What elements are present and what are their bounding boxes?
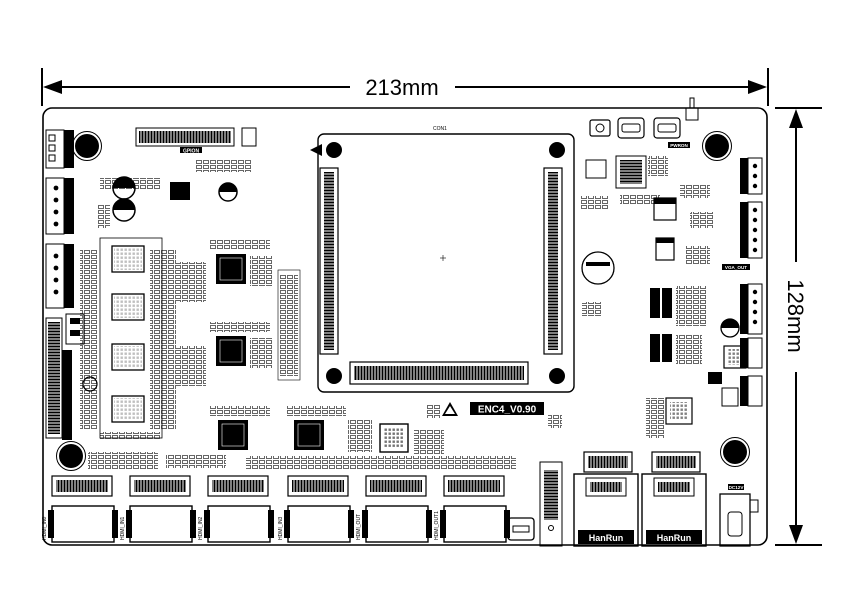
- hdmi-label-0: HDMI_IN0: [42, 516, 48, 540]
- battery-cluster: [580, 155, 668, 316]
- ethernet-ports: HanRun HanRun: [573, 451, 707, 547]
- right-edge-connectors: VGA_OUT: [722, 157, 763, 407]
- arrow-right-icon: [748, 80, 767, 94]
- rj45-brand-1: HanRun: [657, 533, 692, 543]
- hdmi-label-2: HDMI_IN2: [198, 516, 204, 540]
- width-label: 213mm: [365, 75, 438, 100]
- hdmi-port-2: HDMI_IN2: [198, 475, 274, 543]
- power-cluster-topleft: [98, 160, 252, 228]
- arrow-left-icon: [43, 80, 62, 94]
- middle-bottom: ENC4_V0.90: [88, 402, 562, 470]
- mounting-holes: [56, 131, 750, 471]
- hdmi-port-4: HDMI_OUT: [356, 475, 432, 543]
- height-label: 128mm: [783, 279, 808, 352]
- usb-connectors: [507, 461, 563, 547]
- hdmi-label-3: HDMI_IN3: [278, 516, 284, 540]
- hdmi-label-1: HDMI_IN1: [120, 516, 126, 540]
- hdmi-port-1: HDMI_IN1: [120, 475, 196, 543]
- hdmi-label-5: HDMI_OUT1: [434, 511, 440, 540]
- hdmi-label-4: HDMI_OUT: [356, 514, 362, 540]
- core-module: CON1: [310, 126, 575, 393]
- core-label: CON1: [433, 126, 447, 132]
- width-dimension: 213mm: [41, 68, 769, 106]
- gpio-label: GPION: [183, 149, 200, 155]
- arrow-up-icon: [789, 109, 803, 128]
- hdmi-port-5: HDMI_OUT1: [434, 475, 510, 543]
- rj45-port-0: HanRun: [573, 473, 639, 547]
- version-label: ENC4_V0.90: [478, 405, 537, 416]
- hdmi-port-3: HDMI_IN3: [278, 475, 354, 543]
- height-dimension: 128mm: [775, 107, 822, 546]
- left-edge-connectors: [45, 129, 85, 440]
- power-section-right: [646, 184, 747, 438]
- gpio-header: GPION: [135, 127, 257, 155]
- rj45-port-1: HanRun: [641, 473, 707, 547]
- rj45-brand-0: HanRun: [589, 533, 624, 543]
- hdmi-connectors: HDMI_IN0 HDMI_IN1 HDMI_IN2 HDMI_IN3: [42, 475, 510, 543]
- top-switches: PWRON: [589, 97, 699, 148]
- decoder-ics: [176, 240, 346, 450]
- power-label: PWRON: [670, 143, 688, 148]
- dc-label: DC12V: [729, 485, 745, 490]
- dc-power-jack: DC12V: [719, 484, 759, 547]
- arrow-down-icon: [789, 525, 803, 544]
- hdmi-port-0: HDMI_IN0: [42, 475, 118, 543]
- vga-label: VGA_OUT: [725, 265, 747, 270]
- left-ic-column: [80, 237, 176, 440]
